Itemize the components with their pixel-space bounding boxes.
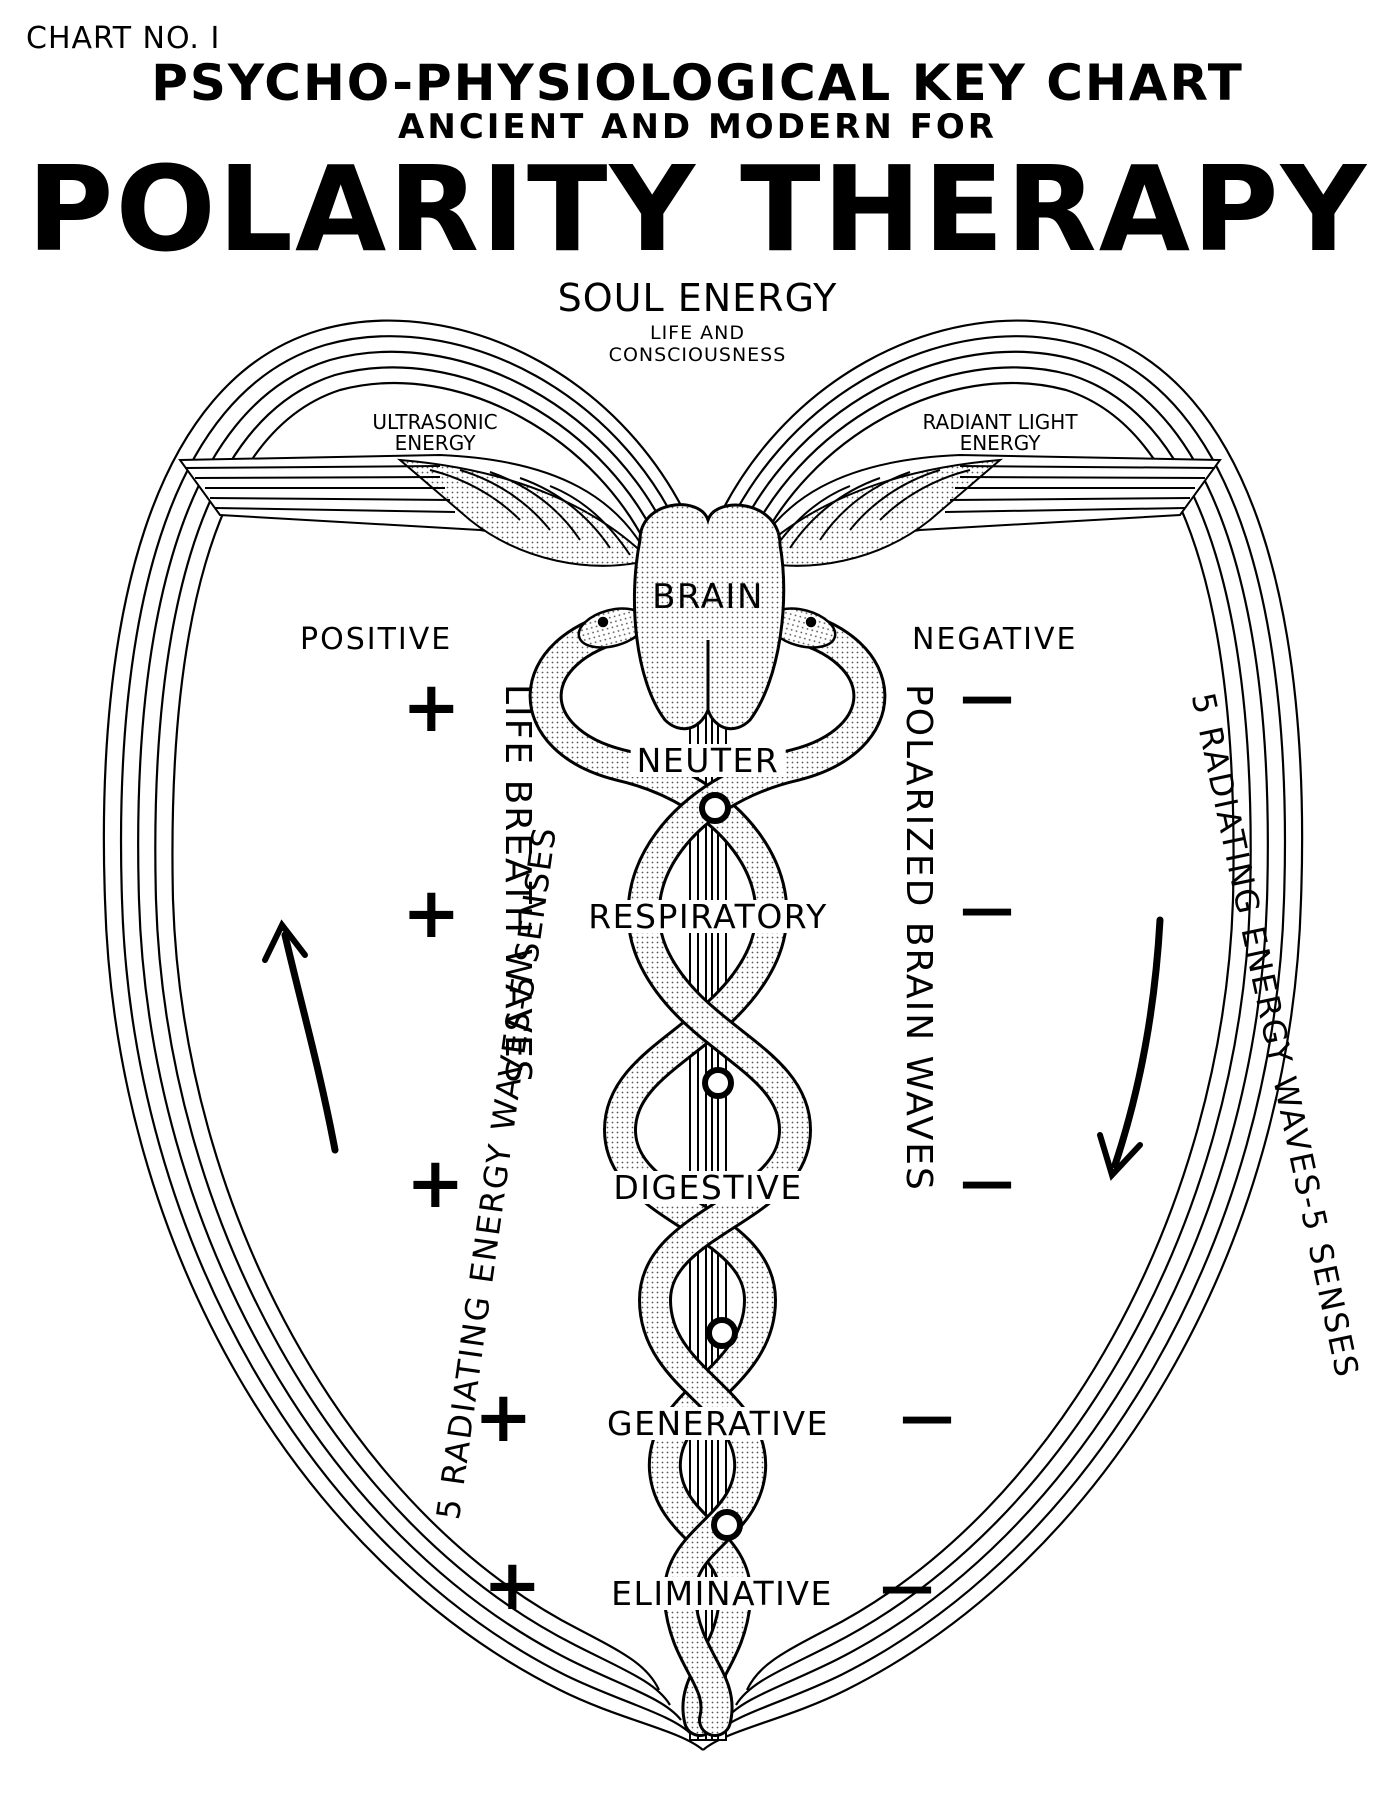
minus-sign: — [960,1150,1014,1213]
center-label-respiratory: RESPIRATORY [582,900,834,933]
plus-sign: + [483,1544,542,1626]
left-energy-loops [102,319,705,1751]
plus-sign: + [474,1376,533,1458]
minus-sign: — [900,1385,954,1448]
center-label-generative: GENERATIVE [601,1407,835,1440]
ultrasonic-energy-line: ENERGY [394,431,476,455]
ultrasonic-energy-label: ULTRASONIC ENERGY [315,412,555,454]
title-line-2: ANCIENT AND MODERN FOR [398,107,997,147]
left-wing [178,453,652,567]
polarized-brain-waves-label: POLARIZED BRAIN WAVES [898,684,939,1192]
minus-sign: — [960,665,1014,728]
radiant-light-line: RADIANT LIGHT [922,410,1078,434]
ultrasonic-line: ULTRASONIC [372,410,498,434]
soul-sub-line-1: LIFE AND [649,322,745,344]
center-label-digestive: DIGESTIVE [607,1171,809,1204]
soul-sub-line-2: CONSCIOUSNESS [608,344,787,366]
radiant-energy-line: ENERGY [959,431,1041,455]
arrow-down-icon [1097,916,1164,1181]
title-line-1: PSYCHO-PHYSIOLOGICAL KEY CHART [151,54,1244,112]
minus-sign: — [960,877,1014,940]
positive-label: POSITIVE [300,622,453,657]
minus-sign: — [880,1555,934,1618]
brain-label: BRAIN [652,577,764,617]
negative-label: NEGATIVE [912,622,1078,657]
plus-sign: + [402,666,461,748]
main-title: POLARITY THERAPY [26,140,1369,278]
brain-shape [632,503,786,731]
soul-energy-label: SOUL ENERGY [557,276,838,320]
plus-sign: + [406,1142,465,1224]
chart-number: CHART NO. I [26,21,221,56]
plus-sign: + [402,872,461,954]
right-wing [748,453,1222,567]
center-label-neuter: NEUTER [630,744,786,777]
serpent-heads [577,607,837,649]
center-label-eliminative: ELIMINATIVE [605,1577,839,1610]
arrow-up-icon [262,919,339,1154]
right-energy-loops [701,319,1304,1751]
crossing-nodes [699,792,743,1541]
radiant-light-energy-label: RADIANT LIGHT ENERGY [880,412,1120,454]
